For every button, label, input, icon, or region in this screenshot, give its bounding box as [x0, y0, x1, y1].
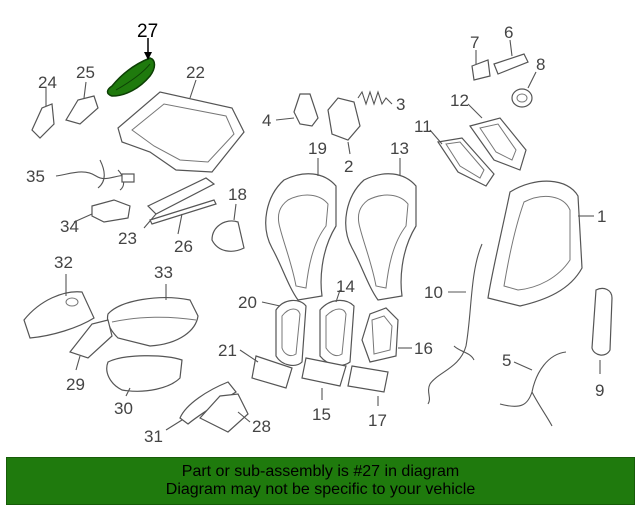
callout-28: 28 — [252, 417, 271, 436]
part-5-wire — [499, 351, 567, 427]
callout-8: 8 — [536, 55, 545, 74]
part-29-trim — [69, 319, 113, 371]
callout-23: 23 — [118, 229, 137, 248]
part-30-cushion — [106, 355, 183, 397]
callout-9: 9 — [595, 381, 604, 400]
part-28-trim — [199, 393, 251, 433]
callout-13: 13 — [390, 139, 409, 158]
callout-5: 5 — [502, 351, 511, 370]
callout-31: 31 — [144, 427, 163, 446]
part-22-cushion-frame — [117, 79, 245, 173]
callout-7: 7 — [470, 33, 479, 52]
callout-25: 25 — [76, 63, 95, 82]
part-33-cushion — [106, 284, 199, 347]
part-7-clip — [471, 50, 491, 81]
part-2-mechanism — [327, 97, 361, 155]
part-11-trim-ring — [429, 129, 495, 187]
callout-29: 29 — [66, 375, 85, 394]
part-21-plate — [239, 349, 293, 389]
callout-15: 15 — [312, 405, 331, 424]
callout-10: 10 — [424, 283, 443, 302]
part-16-panel — [361, 307, 412, 363]
callout-labels: 27 22 24 25 35 34 23 26 18 4 2 3 19 13 7… — [26, 21, 606, 446]
part-12-trim-ring — [467, 103, 527, 171]
part-10-cable — [427, 243, 483, 405]
part-17-plate — [347, 365, 389, 406]
part-20-pad — [261, 299, 307, 366]
callout-16: 16 — [414, 339, 433, 358]
callout-2: 2 — [344, 157, 353, 176]
part-8-knob — [511, 71, 537, 108]
callout-27: 27 — [137, 21, 158, 42]
part-1-seat-shell — [487, 180, 594, 307]
part-27-highlighted — [106, 38, 156, 97]
part-14-pad — [319, 289, 355, 366]
callout-14: 14 — [336, 277, 355, 296]
callout-18: 18 — [228, 185, 247, 204]
part-4-bracket — [275, 93, 319, 127]
part-9-edge-strip — [591, 287, 613, 374]
callout-34: 34 — [60, 217, 79, 236]
part-6-trim — [493, 39, 529, 75]
part-25-bracket — [65, 81, 99, 125]
part-13-seatback — [345, 158, 417, 301]
part-18-cover — [211, 203, 245, 252]
parts-diagram: 27 22 24 25 35 34 23 26 18 4 2 3 19 13 7… — [23, 21, 613, 446]
callout-1: 1 — [597, 207, 606, 226]
callout-22: 22 — [186, 63, 205, 82]
callout-4: 4 — [262, 111, 271, 130]
callout-33: 33 — [154, 263, 173, 282]
part-34-module — [73, 199, 131, 223]
callout-20: 20 — [238, 293, 257, 312]
part-35-harness — [55, 159, 135, 191]
callout-32: 32 — [54, 253, 73, 272]
part-3-spring — [357, 90, 393, 106]
callout-26: 26 — [174, 237, 193, 256]
callout-6: 6 — [504, 23, 513, 42]
callout-30: 30 — [114, 399, 133, 418]
callout-12: 12 — [450, 91, 469, 110]
part-32-cover — [23, 274, 95, 339]
part-24-bracket — [31, 88, 55, 139]
part-31-trim — [165, 381, 237, 431]
part-26-rail — [149, 199, 217, 235]
part-19-seatback — [265, 158, 337, 301]
banner-line-2: Diagram may not be specific to your vehi… — [165, 481, 476, 498]
callout-3: 3 — [396, 95, 405, 114]
callout-11: 11 — [414, 117, 432, 136]
callout-17: 17 — [368, 411, 387, 430]
notice-banner: Part or sub-assembly is #27 in diagram D… — [6, 457, 635, 505]
banner-line-1: Part or sub-assembly is #27 in diagram — [181, 463, 460, 480]
callout-21: 21 — [218, 341, 237, 360]
part-15-plate — [301, 357, 347, 400]
callout-19: 19 — [308, 139, 327, 158]
callout-24: 24 — [38, 73, 57, 92]
callout-35: 35 — [26, 167, 45, 186]
